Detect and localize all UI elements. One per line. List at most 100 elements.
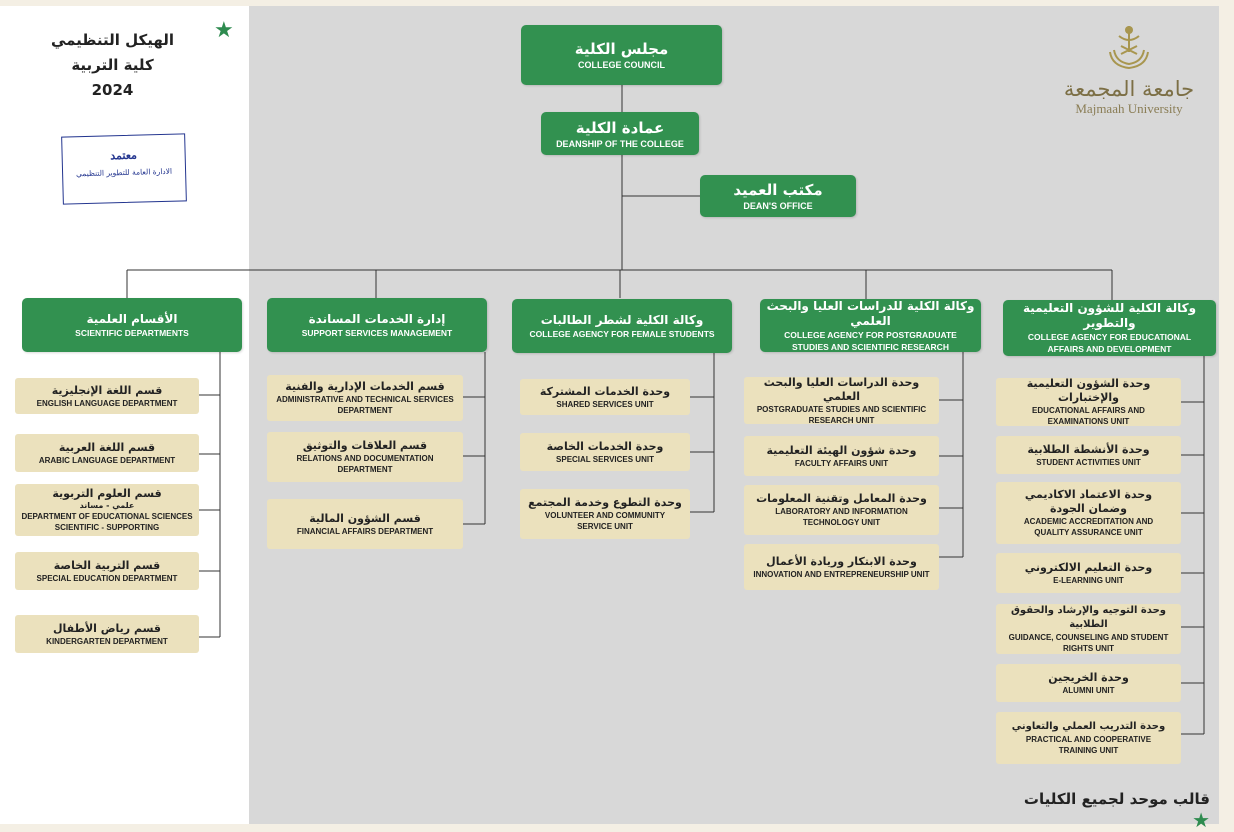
unit-label-en: FINANCIAL AFFAIRS DEPARTMENT [296, 526, 434, 536]
unit-box: وحدة الاعتماد الاكاديمي وضمان الجودة ACA… [996, 482, 1181, 544]
unit-box: قسم اللغة الإنجليزية ENGLISH LANGUAGE DE… [15, 378, 199, 414]
box-label-en: DEAN'S OFFICE [743, 201, 813, 211]
unit-label-en: EDUCATIONAL AFFAIRS AND EXAMINATIONS UNI… [1032, 406, 1145, 426]
unit-label-en: SPECIAL EDUCATION DEPARTMENT [36, 573, 178, 583]
unit-label-en: ARABIC LANGUAGE DEPARTMENT [38, 455, 176, 465]
branch-female-students: وكالة الكلية لشطر الطالبات COLLEGE AGENC… [512, 299, 732, 353]
unit-label-sub: علمي - مساند [79, 501, 135, 510]
unit-box: وحدة الخدمات الخاصة SPECIAL SERVICES UNI… [520, 433, 690, 471]
unit-label-ar: وحدة الدراسات العليا والبحث العلمي [763, 375, 920, 403]
box-label-en: COLLEGE AGENCY FOR EDUCATIONAL AFFAIRS A… [1027, 332, 1192, 354]
university-name-en: Majmaah University [1075, 101, 1183, 116]
box-label-ar: وكالة الكلية للدراسات العليا والبحث العل… [766, 298, 975, 328]
unit-box: وحدة الأنشطة الطلابية STUDENT ACTIVITIES… [996, 436, 1181, 474]
box-label-ar: إدارة الخدمات المساندة [308, 311, 446, 326]
box-label-ar: وكالة الكلية لشطر الطالبات [540, 312, 704, 327]
unit-label-en: ENGLISH LANGUAGE DEPARTMENT [36, 398, 178, 408]
branch-scientific-departments: الأقسام العلمية SCIENTIFIC DEPARTMENTS [22, 298, 242, 352]
unit-label-ar: قسم اللغة العربية [58, 440, 156, 454]
deanship-box: عمادة الكلية DEANSHIP OF THE COLLEGE [541, 112, 699, 155]
box-label-en: SUPPORT SERVICES MANAGEMENT [301, 327, 453, 338]
emblem-icon [1109, 26, 1149, 70]
unit-label-ar: وحدة التعليم الالكتروني [1024, 560, 1153, 574]
unit-label-ar: قسم التربية الخاصة [53, 558, 161, 572]
unit-label-en: PRACTICAL AND COOPERATIVE TRAINING UNIT [1025, 735, 1152, 755]
branch-support-services: إدارة الخدمات المساندة SUPPORT SERVICES … [267, 298, 487, 352]
unit-label-ar: وحدة الأنشطة الطلابية [1027, 442, 1150, 456]
university-name-ar: جامعة المجمعة [1063, 77, 1195, 101]
stamp-line-1: معتمد [110, 148, 138, 163]
unit-label-ar: وحدة المعامل وتقنية المعلومات [756, 492, 927, 505]
unit-label-ar: وحدة التدريب العملي والتعاوني [1011, 721, 1166, 732]
unit-label-ar: وحدة الخدمات الخاصة [546, 439, 664, 453]
unit-label-en: KINDERGARTEN DEPARTMENT [46, 636, 168, 646]
unit-box: قسم التربية الخاصة SPECIAL EDUCATION DEP… [15, 552, 199, 590]
unit-label-ar: قسم رياض الأطفال [53, 621, 161, 635]
unit-label-ar: وحدة التوجيه والإرشاد والحقوق الطلابية [1010, 605, 1166, 630]
unit-label-ar: وحدة الاعتماد الاكاديمي وضمان الجودة [1024, 488, 1153, 515]
unit-label-ar: وحدة الشؤون التعليمية والإختبارات [1026, 377, 1151, 404]
unit-label-ar: قسم الخدمات الإدارية والفنية [285, 380, 445, 393]
box-label-ar: مجلس الكلية [574, 40, 669, 58]
unit-label-en: E-LEARNING UNIT [1053, 575, 1124, 585]
approval-stamp: معتمد الادارة العامة للتطوير التنظيمي [61, 133, 187, 205]
unit-label-ar: قسم العلاقات والتوثيق [302, 439, 428, 452]
title-line-2: كلية التربية [71, 56, 154, 74]
unit-box: وحدة شؤون الهيئة التعليمية FACULTY AFFAI… [744, 436, 939, 476]
branch-postgraduate: وكالة الكلية للدراسات العليا والبحث العل… [760, 299, 981, 352]
unit-label-en: GUIDANCE, COUNSELING AND STUDENT RIGHTS … [1008, 633, 1169, 653]
unit-box: وحدة المعامل وتقنية المعلومات LABORATORY… [744, 485, 939, 535]
unit-box: قسم رياض الأطفال KINDERGARTEN DEPARTMENT [15, 615, 199, 653]
unit-label-en: SHARED SERVICES UNIT [556, 399, 654, 409]
unit-box: وحدة التعليم الالكتروني E-LEARNING UNIT [996, 553, 1181, 593]
unit-box: قسم الخدمات الإدارية والفنية ADMINISTRAT… [267, 375, 463, 421]
unit-label-ar: قسم الشؤون المالية [309, 511, 421, 525]
unit-box: قسم العلوم التربوية علمي - مساند DEPARTM… [15, 484, 199, 536]
footnote-text: قالب موحد لجميع الكليات [1023, 790, 1210, 808]
box-label-ar: مكتب العميد [733, 181, 823, 199]
unit-label-en: ALUMNI UNIT [1062, 685, 1115, 695]
footnote: قالب موحد لجميع الكليات ★ [1000, 790, 1210, 832]
unit-label-ar: وحدة الخدمات المشتركة [539, 384, 671, 398]
unit-label-ar: قسم اللغة الإنجليزية [51, 383, 163, 397]
box-label-en: COLLEGE AGENCY FOR POSTGRADUATE STUDIES … [784, 329, 957, 352]
unit-box: وحدة الدراسات العليا والبحث العلمي POSTG… [744, 375, 939, 425]
unit-label-ar: قسم العلوم التربوية [52, 487, 162, 500]
unit-box: وحدة التدريب العملي والتعاوني PRACTICAL … [996, 712, 1181, 764]
box-label-en: COLLEGE AGENCY FOR FEMALE STUDENTS [529, 328, 715, 339]
box-label-ar: وكالة الكلية للشؤون التعليمية والتطوير [1022, 301, 1197, 330]
deans-office-box: مكتب العميد DEAN'S OFFICE [700, 175, 856, 217]
unit-box: وحدة الشؤون التعليمية والإختبارات EDUCAT… [996, 377, 1181, 426]
title-year: 2024 [91, 81, 134, 99]
title-line-1: الهيكل التنظيمي [50, 31, 175, 49]
unit-label-en: VOLUNTEER AND COMMUNITY SERVICE UNIT [544, 511, 666, 531]
box-label-ar: عمادة الكلية [575, 118, 665, 137]
unit-box: وحدة التطوع وخدمة المجتمع VOLUNTEER AND … [520, 489, 690, 539]
star-icon: ★ [214, 18, 234, 43]
unit-label-ar: وحدة شؤون الهيئة التعليمية [766, 443, 917, 457]
unit-label-en: DEPARTMENT OF EDUCATIONAL SCIENCES SCIEN… [21, 512, 193, 532]
unit-box: وحدة الابتكار وريادة الأعمال INNOVATION … [744, 544, 939, 590]
unit-label-en: ADMINISTRATIVE AND TECHNICAL SERVICES DE… [276, 395, 454, 415]
star-icon: ★ [1192, 808, 1210, 832]
unit-box: قسم العلاقات والتوثيق RELATIONS AND DOCU… [267, 432, 463, 482]
unit-label-en: SPECIAL SERVICES UNIT [556, 454, 654, 464]
unit-label-en: FACULTY AFFAIRS UNIT [794, 458, 889, 468]
unit-box: وحدة التوجيه والإرشاد والحقوق الطلابية G… [996, 604, 1181, 654]
unit-label-ar: وحدة الابتكار وريادة الأعمال [766, 554, 917, 568]
box-label-en: SCIENTIFIC DEPARTMENTS [75, 327, 189, 338]
unit-label-en: POSTGRADUATE STUDIES AND SCIENTIFIC RESE… [756, 404, 927, 425]
stamp-line-2: الادارة العامة للتطوير التنظيمي [75, 166, 173, 179]
chart-title: الهيكل التنظيمي كلية التربية 2024 [40, 28, 185, 103]
unit-label-en: STUDENT ACTIVITIES UNIT [1036, 457, 1141, 467]
box-label-en: COLLEGE COUNCIL [578, 60, 665, 70]
unit-label-en: RELATIONS AND DOCUMENTATION DEPARTMENT [296, 454, 434, 474]
unit-label-ar: وحدة التطوع وخدمة المجتمع [528, 496, 682, 509]
unit-label-ar: وحدة الخريجين [1048, 670, 1129, 684]
unit-label-en: INNOVATION AND ENTREPRENEURSHIP UNIT [753, 569, 930, 579]
unit-box: وحدة الخدمات المشتركة SHARED SERVICES UN… [520, 379, 690, 415]
college-council-box: مجلس الكلية COLLEGE COUNCIL [521, 25, 722, 85]
unit-box: قسم الشؤون المالية FINANCIAL AFFAIRS DEP… [267, 499, 463, 549]
unit-box: قسم اللغة العربية ARABIC LANGUAGE DEPART… [15, 434, 199, 472]
